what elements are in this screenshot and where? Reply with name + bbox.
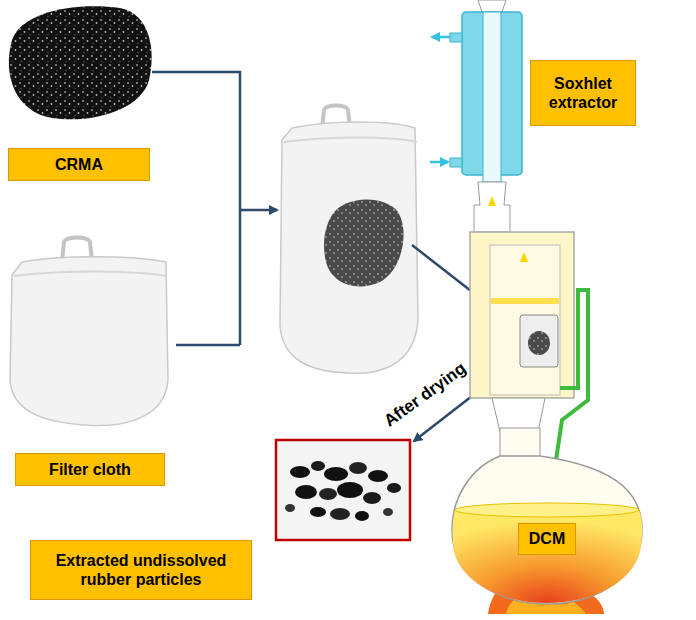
glass-joint [474, 182, 510, 232]
label-box: DCM [518, 523, 576, 555]
label-box: CRMA [8, 148, 150, 181]
glass-joint [492, 398, 545, 432]
droplet [488, 196, 496, 206]
extractor-body [470, 232, 574, 398]
label-box: Filter cloth [15, 453, 165, 486]
filter-cloth-bag [10, 238, 168, 426]
condenser [430, 0, 522, 182]
step-label: After drying [380, 359, 470, 432]
label-text: Soxhlet extractor [537, 74, 629, 112]
label-text: DCM [529, 529, 565, 548]
particle-photo [276, 440, 410, 540]
label-text: Extracted undissolved rubber particles [37, 551, 245, 589]
label-box: Extracted undissolved rubber particles [30, 540, 252, 600]
bag-with-sample [280, 106, 418, 374]
round-flask [452, 428, 642, 604]
label-text: CRMA [55, 155, 103, 174]
label-text: Filter cloth [49, 460, 131, 479]
label-box: Soxhlet extractor [530, 60, 636, 126]
crma-sample [9, 6, 152, 119]
